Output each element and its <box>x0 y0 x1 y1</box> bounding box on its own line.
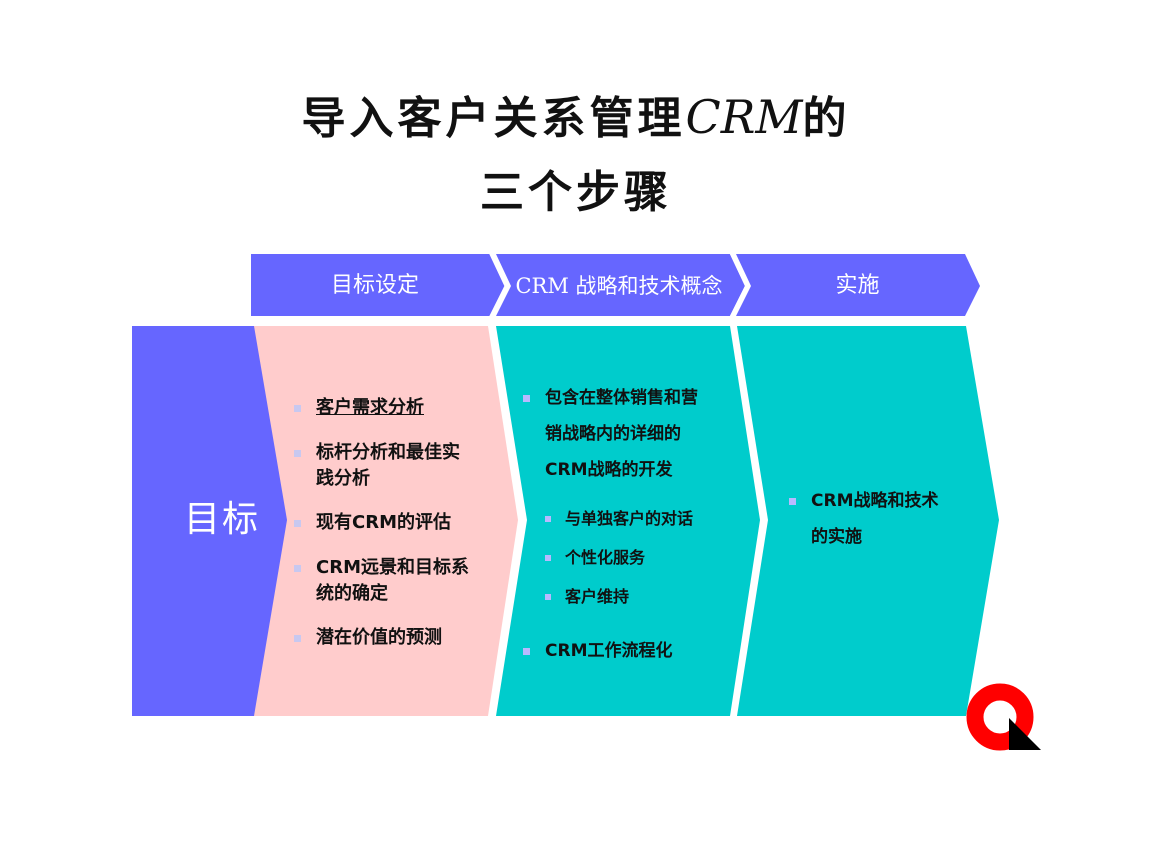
list-item-sub: 客户维持 <box>545 584 629 610</box>
list-item: CRM远景和目标系 统的确定 <box>294 555 469 607</box>
bullet-icon <box>294 635 301 642</box>
list-item: CRM战略和技术 的实施 <box>789 483 938 555</box>
strategy-panel <box>496 326 760 716</box>
bullet-icon <box>545 594 551 600</box>
title-crm: CRM <box>685 90 803 144</box>
bullet-icon <box>545 516 551 522</box>
title-prefix: 导入客户关系管理 <box>301 93 686 144</box>
list-item: 客户需求分析 <box>294 395 424 421</box>
goal-label: 目标 <box>184 499 261 540</box>
list-item: 现有CRM的评估 <box>294 510 451 536</box>
list-item: 潜在价值的预测 <box>294 625 442 651</box>
header-step-2-arrow <box>496 254 745 316</box>
page-title-line-2: 三个步骤 <box>480 167 672 218</box>
bullet-icon <box>545 555 551 561</box>
bullet-icon <box>294 565 301 572</box>
bullet-icon <box>523 395 530 402</box>
bullet-icon <box>294 405 301 412</box>
title-suffix: 的 <box>802 93 851 144</box>
list-item: 包含在整体销售和营 销战略内的详细的 CRM战略的开发 <box>523 380 698 488</box>
list-item-sub: 个性化服务 <box>545 545 645 571</box>
header-step-3-label: 实施 <box>835 273 880 298</box>
header-step-1-arrow <box>251 254 505 316</box>
implementation-panel <box>737 326 999 716</box>
list-item: CRM工作流程化 <box>523 633 672 669</box>
goal-box <box>132 326 287 716</box>
bullet-icon <box>789 498 796 505</box>
list-item: 标杆分析和最佳实 践分析 <box>294 440 460 492</box>
goal-setting-panel <box>252 326 518 716</box>
page-title-line-1: 导入客户关系管理CRM的 <box>0 82 1152 146</box>
bullet-icon <box>294 450 301 457</box>
header-step-1-label: 目标设定 <box>330 273 419 298</box>
bullet-icon <box>294 520 301 527</box>
header-step-2-label: CRM 战略和技术概念 <box>515 274 723 298</box>
red-ring-with-black-triangle-logo-icon <box>966 683 1041 751</box>
header-step-3-arrow <box>736 254 980 316</box>
bullet-icon <box>523 648 530 655</box>
list-item-sub: 与单独客户的对话 <box>545 506 693 532</box>
